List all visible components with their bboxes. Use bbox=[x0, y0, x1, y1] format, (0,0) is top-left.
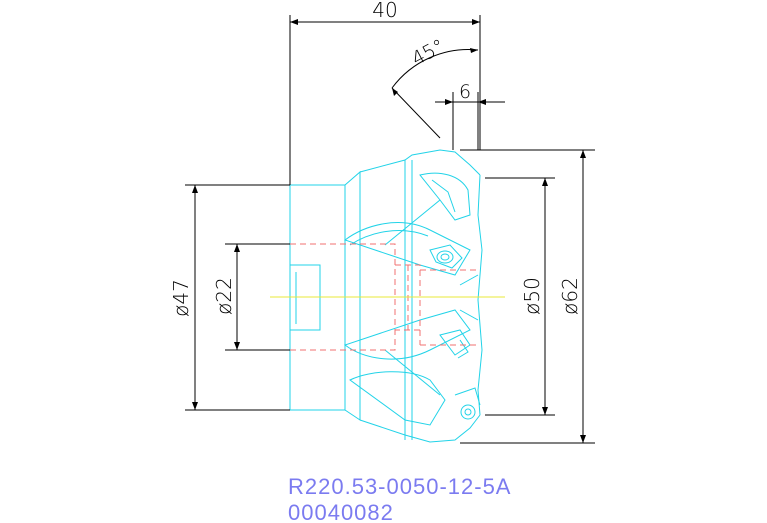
dimension-lines bbox=[185, 15, 595, 444]
part-code: R220.53-0050-12-5A bbox=[288, 474, 511, 499]
dim-bore-diameter: ø22 bbox=[212, 277, 236, 315]
cutter-outline bbox=[289, 149, 483, 443]
dim-overall-length: 40 bbox=[372, 0, 397, 22]
dim-insert-offset: 6 bbox=[459, 81, 471, 103]
part-item-number: 00040082 bbox=[288, 500, 394, 523]
dim-chamfer-angle: 45° bbox=[408, 35, 448, 70]
dim-shank-diameter: ø47 bbox=[169, 279, 193, 317]
dim-cutting-diameter: ø50 bbox=[520, 277, 544, 315]
dim-max-diameter: ø62 bbox=[558, 277, 582, 315]
